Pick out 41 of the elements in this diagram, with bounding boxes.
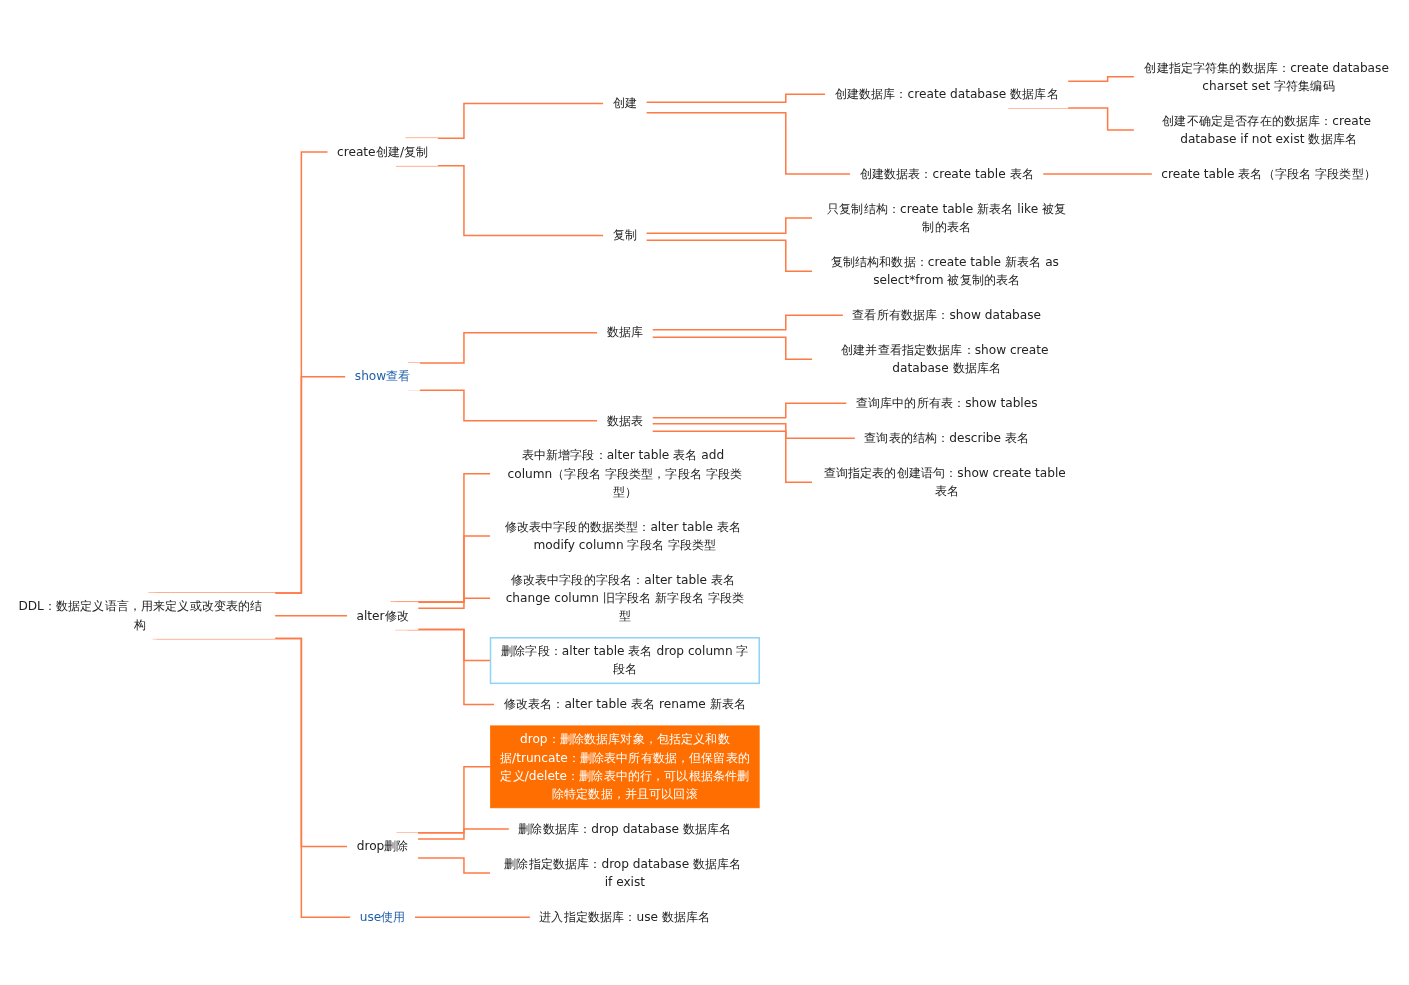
connector (645, 93, 827, 104)
connector (416, 828, 510, 840)
node-text: 数据库 (606, 325, 644, 340)
connector (1042, 173, 1153, 175)
node-text: 创建并查看指定数据库：show create database 数据库名 (841, 342, 1049, 376)
node-text: 表中新增字段：alter table 表名 add column（字段名 字段类型，字段名 字段类型） (507, 448, 743, 499)
node-text: 复制结构和数据：create table 新表名 as select*from 被复制的表名 (830, 254, 1059, 288)
node-text: 查看所有数据库：show database (852, 307, 1042, 323)
node-text: 查询表的结构：describe 表名 (864, 430, 1030, 446)
node-text: use使用 (359, 909, 406, 925)
node-text: 查询指定表的创建语句：show create table 表名 (823, 465, 1066, 499)
node-text: 删除数据库：drop database 数据库名 (518, 821, 732, 836)
connector (645, 217, 814, 234)
node-text: 修改表名：alter table 表名 rename 新表名 (503, 697, 747, 712)
node-box: drop：删除数据库对象，包括定义和数据/truncate：删除表中所有数据，但保留表的定义/delete：删除表中的行，可以根据条件删除特定数据，并且可以回滚 (490, 725, 760, 809)
node-text: 删除指定数据库：drop database 数据库名 if exist (504, 856, 742, 890)
node-text: create table 表名（字段名 字段类型） (1161, 166, 1376, 181)
node-text: 修改表中字段的数据类型：alter table 表名 modify column 字段名 字段类型 (504, 519, 742, 553)
connector (651, 336, 814, 361)
connector (417, 597, 492, 610)
node-text: 复制 (612, 227, 638, 243)
node-box: 删除字段：alter table 表名 drop column 字段名 (489, 637, 760, 685)
node-text: 只复制结构：create table 新表名 like 被复制的表名 (827, 201, 1067, 235)
connector (1067, 76, 1135, 82)
connector (651, 314, 844, 331)
connector (416, 857, 492, 874)
node-text: 数据表 (606, 413, 644, 428)
connector (413, 916, 531, 918)
connector (651, 422, 856, 439)
node-text: 修改表中字段的字段名：alter table 表名 change column 旧字段名 新字段名 字段类型 (505, 572, 745, 624)
connector (645, 239, 814, 272)
node-text: 创建指定字符集的数据库：create database charset set 字符集编码 (1144, 60, 1389, 93)
connector (651, 402, 848, 419)
node-text: 创建数据表：create table 表名 (859, 166, 1034, 181)
node-text: 进入指定数据库：use 数据库名 (539, 909, 711, 925)
node-text: 查询库中的所有表：show tables (855, 395, 1038, 411)
node-text: 创建 (612, 95, 638, 111)
connector (645, 112, 852, 175)
connector (274, 615, 349, 617)
node-text: 创建不确定是否存在的数据库：create database if not exist 数据库名 (1162, 113, 1371, 146)
connector (651, 430, 814, 483)
